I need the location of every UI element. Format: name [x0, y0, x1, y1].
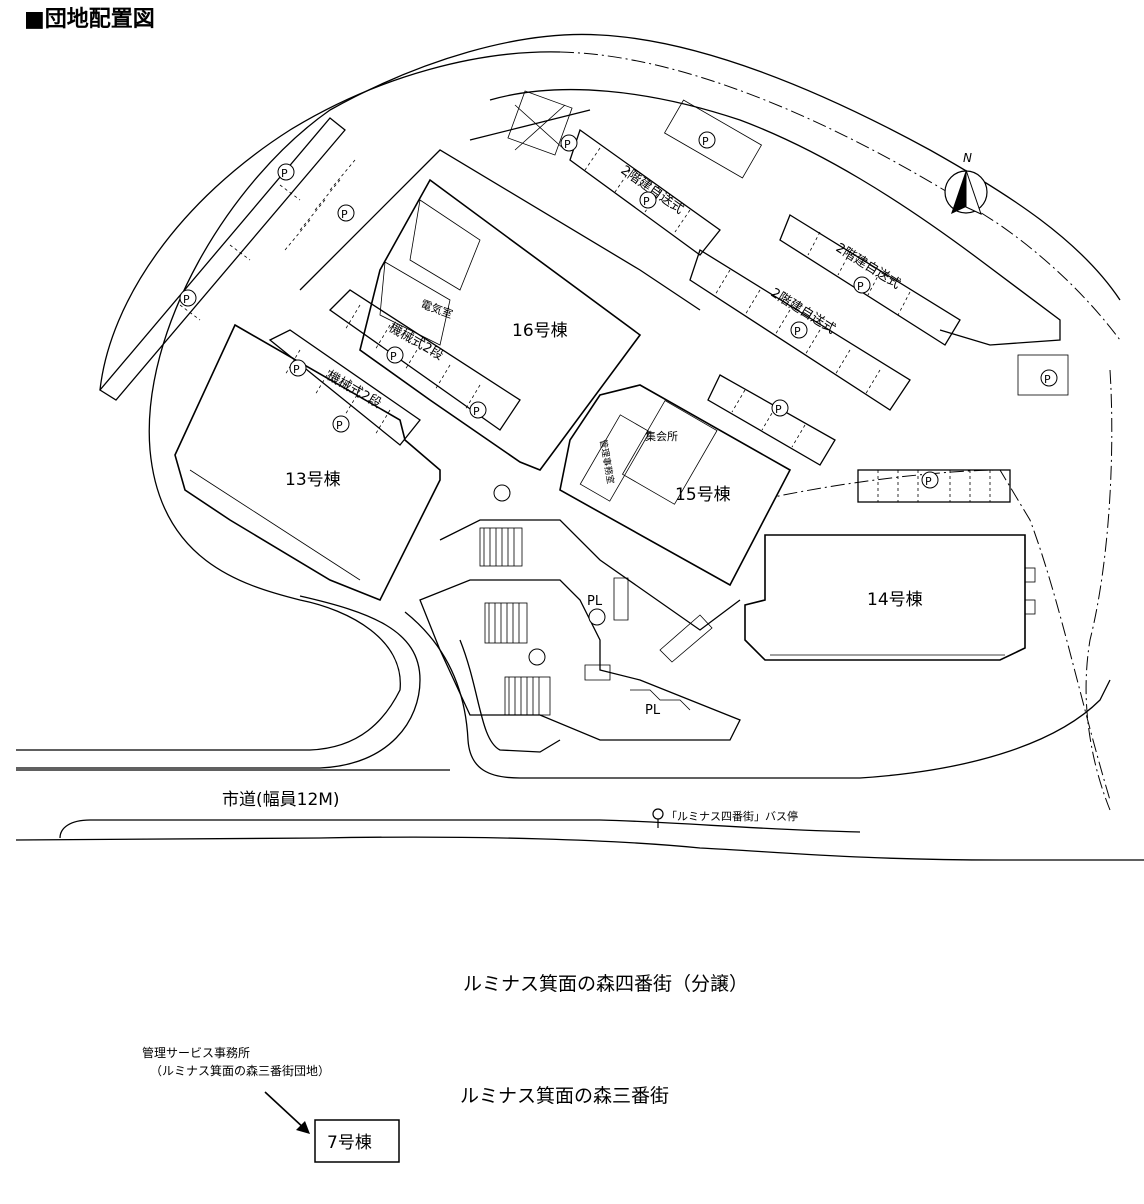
- building-16: [299, 149, 701, 471]
- p-symbol: P: [336, 419, 343, 432]
- sanbangai-label: ルミナス箕面の森三番街: [460, 1085, 669, 1107]
- p-symbol: P: [794, 325, 801, 338]
- site-outline: [15, 33, 1144, 861]
- building-15: [559, 384, 792, 587]
- building-15-label: 15号棟: [675, 485, 731, 505]
- building-7-label: 7号棟: [327, 1133, 372, 1153]
- north-label: N: [963, 151, 972, 165]
- playlot-label-2: PL: [645, 703, 661, 718]
- p-symbol: P: [293, 363, 300, 376]
- parking-symbols: P P P P P P P P P P P P P P P: [179, 131, 1058, 489]
- p-symbol: P: [775, 403, 782, 416]
- p-symbol: P: [473, 405, 480, 418]
- building-13: [174, 323, 441, 602]
- building-14: [744, 534, 1036, 661]
- p-symbol: P: [702, 135, 709, 148]
- yonbangai-label: ルミナス箕面の森四番街（分譲）: [463, 973, 748, 995]
- p-symbol: P: [341, 208, 348, 221]
- office-label-line2: （ルミナス箕面の森三番街団地）: [150, 1063, 330, 1078]
- building-14-label: 14号棟: [867, 590, 923, 610]
- building-7-box: [314, 1119, 400, 1163]
- p-symbol: P: [183, 293, 190, 306]
- page-title: ■団地配置図: [24, 7, 155, 32]
- central-plaza: [419, 484, 741, 741]
- bus-stop-label: 「ルミナス四番街」バス停: [666, 809, 798, 823]
- playlot-label-1: PL: [587, 594, 603, 609]
- north-compass: [944, 169, 988, 215]
- p-symbol: P: [1044, 373, 1051, 386]
- north-access-road: [469, 88, 1069, 396]
- parking-label-self-a: 2階建自送式: [618, 163, 687, 217]
- p-symbol: P: [643, 195, 650, 208]
- building-16-label: 16号棟: [512, 321, 568, 341]
- p-symbol: P: [925, 475, 932, 488]
- meeting-hall-label: 集会所: [645, 429, 678, 443]
- p-symbol: P: [564, 138, 571, 151]
- p-symbol: P: [281, 167, 288, 180]
- p-symbol: P: [857, 280, 864, 293]
- west-parking-strip: [99, 117, 346, 401]
- office-label-line1: 管理サービス事務所: [142, 1045, 250, 1060]
- building-13-label: 13号棟: [285, 470, 341, 490]
- arrow-icon: [264, 1091, 310, 1134]
- p-symbol: P: [390, 350, 397, 363]
- bus-stop-icon: [652, 808, 664, 828]
- city-road-label: 市道(幅員12M): [222, 790, 340, 810]
